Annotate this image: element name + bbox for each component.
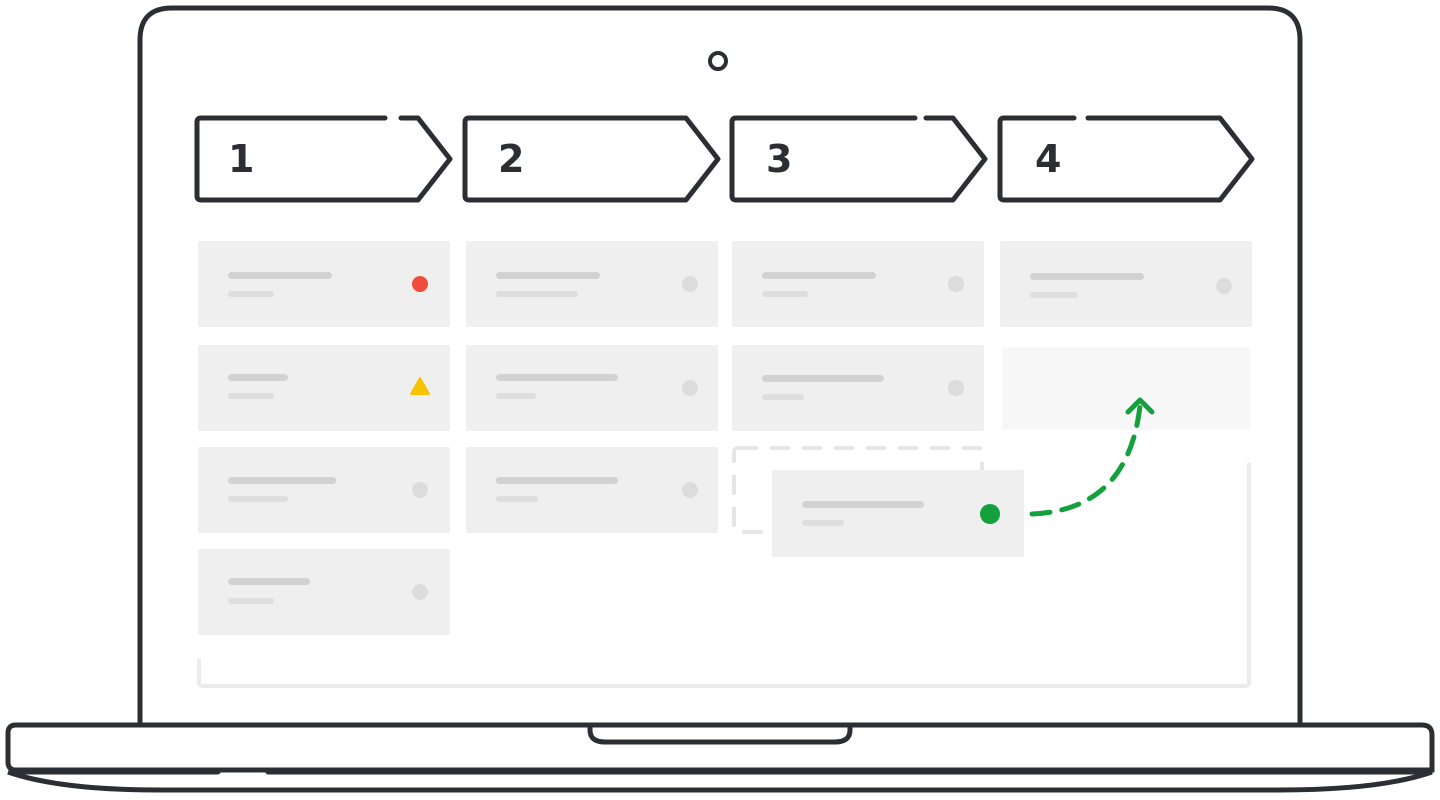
- column-2: [466, 241, 718, 533]
- task-card[interactable]: [732, 345, 984, 431]
- green-dot-icon: [980, 504, 1000, 524]
- status-dot-icon: [948, 276, 964, 292]
- card-title-line: [1030, 273, 1144, 280]
- stage-arrow-4: [997, 115, 1255, 203]
- stage-arrow-3: [729, 115, 988, 203]
- card-title-line: [496, 374, 618, 381]
- card-subtitle-line: [228, 598, 274, 604]
- card-subtitle-line: [228, 496, 288, 502]
- stage-header-2[interactable]: 2: [462, 115, 721, 203]
- laptop-notch: [587, 725, 853, 745]
- card-subtitle-line: [496, 291, 578, 297]
- column-4: [1000, 241, 1252, 430]
- card-subtitle-line: [762, 291, 808, 297]
- stage-number-1: 1: [228, 137, 254, 181]
- status-dot-icon: [948, 380, 964, 396]
- status-dot-icon: [682, 380, 698, 396]
- laptop-screen-frame: [137, 5, 1303, 724]
- laptop-base: [5, 722, 1435, 773]
- card-title-line: [228, 578, 310, 585]
- status-dot-icon: [412, 584, 428, 600]
- card-title-line: [496, 477, 618, 484]
- card-subtitle-line: [228, 393, 274, 399]
- task-card[interactable]: [732, 241, 984, 327]
- card-subtitle-line: [1030, 292, 1078, 298]
- task-card[interactable]: [1000, 241, 1252, 327]
- drop-target-slot[interactable]: [1002, 347, 1250, 430]
- card-subtitle-line: [496, 393, 536, 399]
- stage-number-3: 3: [766, 137, 792, 181]
- card-subtitle-line: [762, 394, 804, 400]
- warning-triangle-icon: [410, 377, 430, 395]
- curved-drag-arrow-icon: [1029, 397, 1155, 517]
- stage-header-4[interactable]: 4: [997, 115, 1255, 203]
- column-1: [198, 241, 450, 635]
- stage-number-4: 4: [1035, 137, 1061, 181]
- task-card[interactable]: [466, 345, 718, 431]
- stage-number-2: 2: [498, 137, 524, 181]
- card-title-line: [496, 272, 600, 279]
- card-title-line: [228, 477, 336, 484]
- status-dot-icon: [412, 482, 428, 498]
- stage-arrow-2: [462, 115, 721, 203]
- status-dot-icon: [682, 482, 698, 498]
- card-title-line: [762, 272, 876, 279]
- card-title-line: [228, 272, 332, 279]
- stage-header-1[interactable]: 1: [194, 115, 453, 203]
- laptop-bottom-edge: [7, 769, 1433, 793]
- card-title-line: [802, 501, 924, 508]
- stage-arrow-1: [194, 115, 453, 203]
- task-card[interactable]: [198, 447, 450, 533]
- task-card[interactable]: [466, 447, 718, 533]
- task-card[interactable]: [198, 549, 450, 635]
- task-card[interactable]: [198, 241, 450, 327]
- column-3: [732, 241, 984, 534]
- task-card[interactable]: [466, 241, 718, 327]
- status-dot-icon: [682, 276, 698, 292]
- board-outline: [197, 463, 1251, 688]
- dragged-task-card[interactable]: [772, 470, 1024, 557]
- red-dot-icon: [412, 276, 428, 292]
- card-subtitle-line: [496, 496, 538, 502]
- card-title-line: [762, 375, 884, 382]
- card-subtitle-line: [228, 291, 274, 297]
- card-title-line: [228, 374, 288, 381]
- camera-icon: [708, 51, 728, 71]
- task-card[interactable]: [198, 345, 450, 431]
- stage-header-3[interactable]: 3: [729, 115, 988, 203]
- status-dot-icon: [1216, 278, 1232, 294]
- card-subtitle-line: [802, 520, 844, 526]
